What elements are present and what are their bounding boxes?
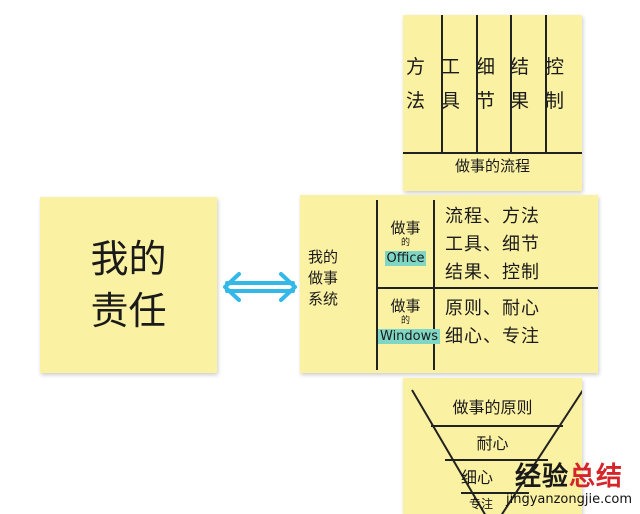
divider	[376, 287, 598, 289]
windows-items: 原则、耐心 细心、专注	[445, 295, 540, 351]
office-label: 做事 的 Office	[378, 217, 433, 266]
system-title: 我的 做事 系统	[308, 247, 376, 310]
divider	[376, 200, 378, 370]
divider	[476, 15, 478, 152]
watermark-brand-red: 总结	[569, 462, 624, 492]
watermark-brand: 经验	[514, 462, 569, 492]
system-title-line: 我的	[308, 248, 339, 266]
principles-funnel-note: 做事的原则 耐心 细心 专注	[403, 378, 582, 514]
system-title-line: 系统	[308, 290, 339, 308]
column-results: 结果	[510, 55, 530, 112]
column-tools: 工具	[441, 55, 461, 112]
funnel-level: 耐心	[476, 434, 509, 453]
divider	[510, 15, 512, 152]
connector: 的	[400, 238, 410, 248]
list-item: 工具、细节	[445, 234, 540, 255]
row-label: 做事	[390, 297, 421, 315]
funnel-shape	[411, 389, 582, 514]
column-details: 细节	[476, 55, 496, 112]
process-caption: 做事的流程	[454, 157, 530, 175]
watermark: 经验总结 jingyanzongjie.com	[499, 462, 639, 508]
list-item: 结果、控制	[445, 262, 540, 283]
watermark-url: jingyanzongjie.com	[505, 492, 632, 507]
list-item: 细心、专注	[445, 326, 540, 347]
responsibility-line2: 责任	[90, 289, 167, 333]
process-sticky-note: 方法 工具 细节 结果 控制 做事的流程	[403, 15, 582, 191]
windows-label: 做事 的 Windows	[378, 295, 441, 344]
windows-tag: Windows	[378, 329, 441, 344]
funnel-level: 做事的原则	[452, 398, 533, 417]
responsibility-line1: 我的	[90, 237, 167, 281]
connector: 的	[400, 316, 410, 326]
office-tag: Office	[384, 251, 427, 266]
funnel-level: 专注	[469, 497, 494, 511]
divider	[545, 15, 547, 152]
column-control: 控制	[545, 55, 565, 112]
funnel-level: 细心	[461, 468, 494, 487]
divider	[433, 200, 435, 370]
divider	[403, 152, 582, 154]
column-method: 方法	[406, 55, 426, 112]
double-arrow-icon	[223, 272, 297, 302]
divider	[441, 15, 443, 152]
responsibility-sticky-note: 我的 责任	[40, 197, 217, 373]
row-label: 做事	[390, 219, 421, 237]
system-title-line: 做事	[308, 269, 339, 287]
list-item: 流程、方法	[445, 206, 540, 227]
office-items: 流程、方法 工具、细节 结果、控制	[445, 203, 540, 287]
work-system-sticky-note: 我的 做事 系统 做事 的 Office 流程、方法 工具、细节 结果、控制 做…	[300, 195, 598, 373]
list-item: 原则、耐心	[445, 298, 540, 319]
